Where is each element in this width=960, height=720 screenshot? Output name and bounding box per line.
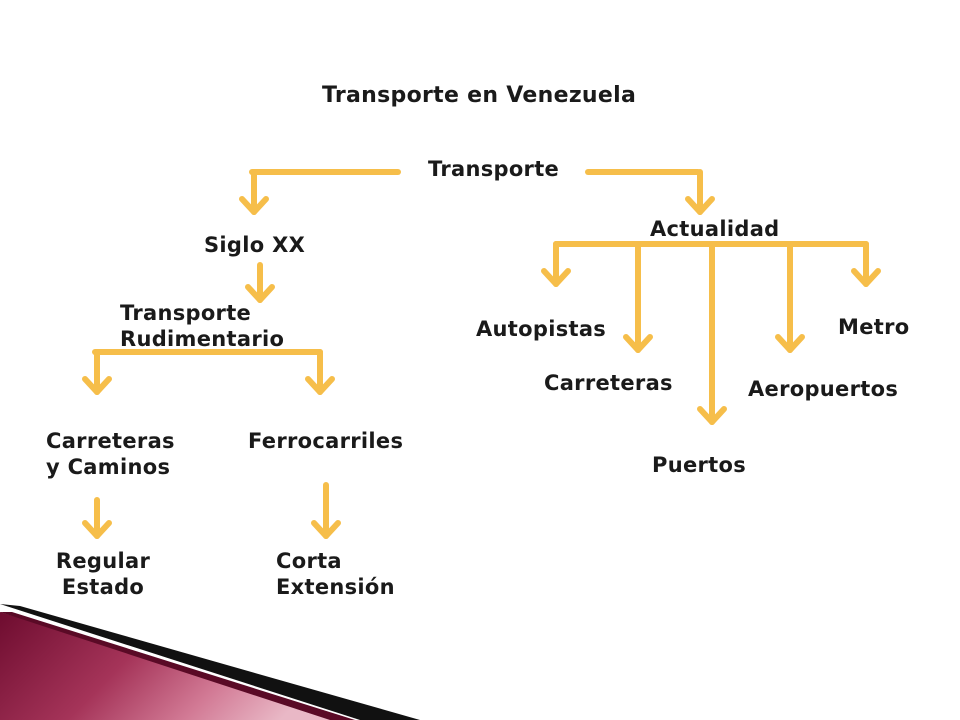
node-carreteras-caminos: Carreteras y Caminos: [46, 429, 175, 480]
node-autopistas: Autopistas: [476, 317, 607, 341]
arrow-to-ferrocarriles-head: [305, 376, 335, 395]
node-transporte: Transporte: [428, 157, 560, 181]
diagram-title: Transporte en Venezuela: [322, 83, 637, 108]
arrow-to-actualidad-head: [685, 196, 715, 215]
node-aeropuertos: Aeropuertos: [748, 377, 899, 401]
arrow-to-corta-extension-head: [311, 520, 341, 539]
node-actualidad: Actualidad: [650, 217, 780, 241]
arrow-to-puertos-head: [697, 406, 727, 425]
corner-inner-stripe: [0, 612, 355, 720]
node-corta-extension: Corta Extensión: [276, 549, 395, 600]
arrow-to-carreteras-caminos-head: [82, 376, 112, 395]
node-puertos: Puertos: [652, 453, 747, 477]
arrow-to-metro-head: [851, 268, 881, 287]
node-siglo-xx: Siglo XX: [204, 233, 306, 257]
node-ferrocarriles: Ferrocarriles: [248, 429, 404, 453]
corner-decoration: [0, 604, 420, 720]
corner-dark-stripe: [0, 604, 420, 720]
node-metro: Metro: [838, 315, 910, 339]
connector-arrows: [82, 169, 881, 539]
arrow-to-aeropuertos-head: [775, 334, 805, 353]
node-transporte-rudimentario: Transporte Rudimentario: [120, 301, 285, 352]
node-carreteras: Carreteras: [544, 371, 673, 395]
arrow-to-autopistas-head: [541, 268, 571, 287]
arrow-to-rudimentario-head: [245, 284, 275, 303]
arrow-to-carreteras-head: [623, 334, 653, 353]
arrow-to-siglo-xx-head: [239, 196, 269, 215]
node-regular-estado: Regular Estado: [55, 549, 151, 600]
arrow-to-regular-estado-head: [82, 520, 112, 539]
